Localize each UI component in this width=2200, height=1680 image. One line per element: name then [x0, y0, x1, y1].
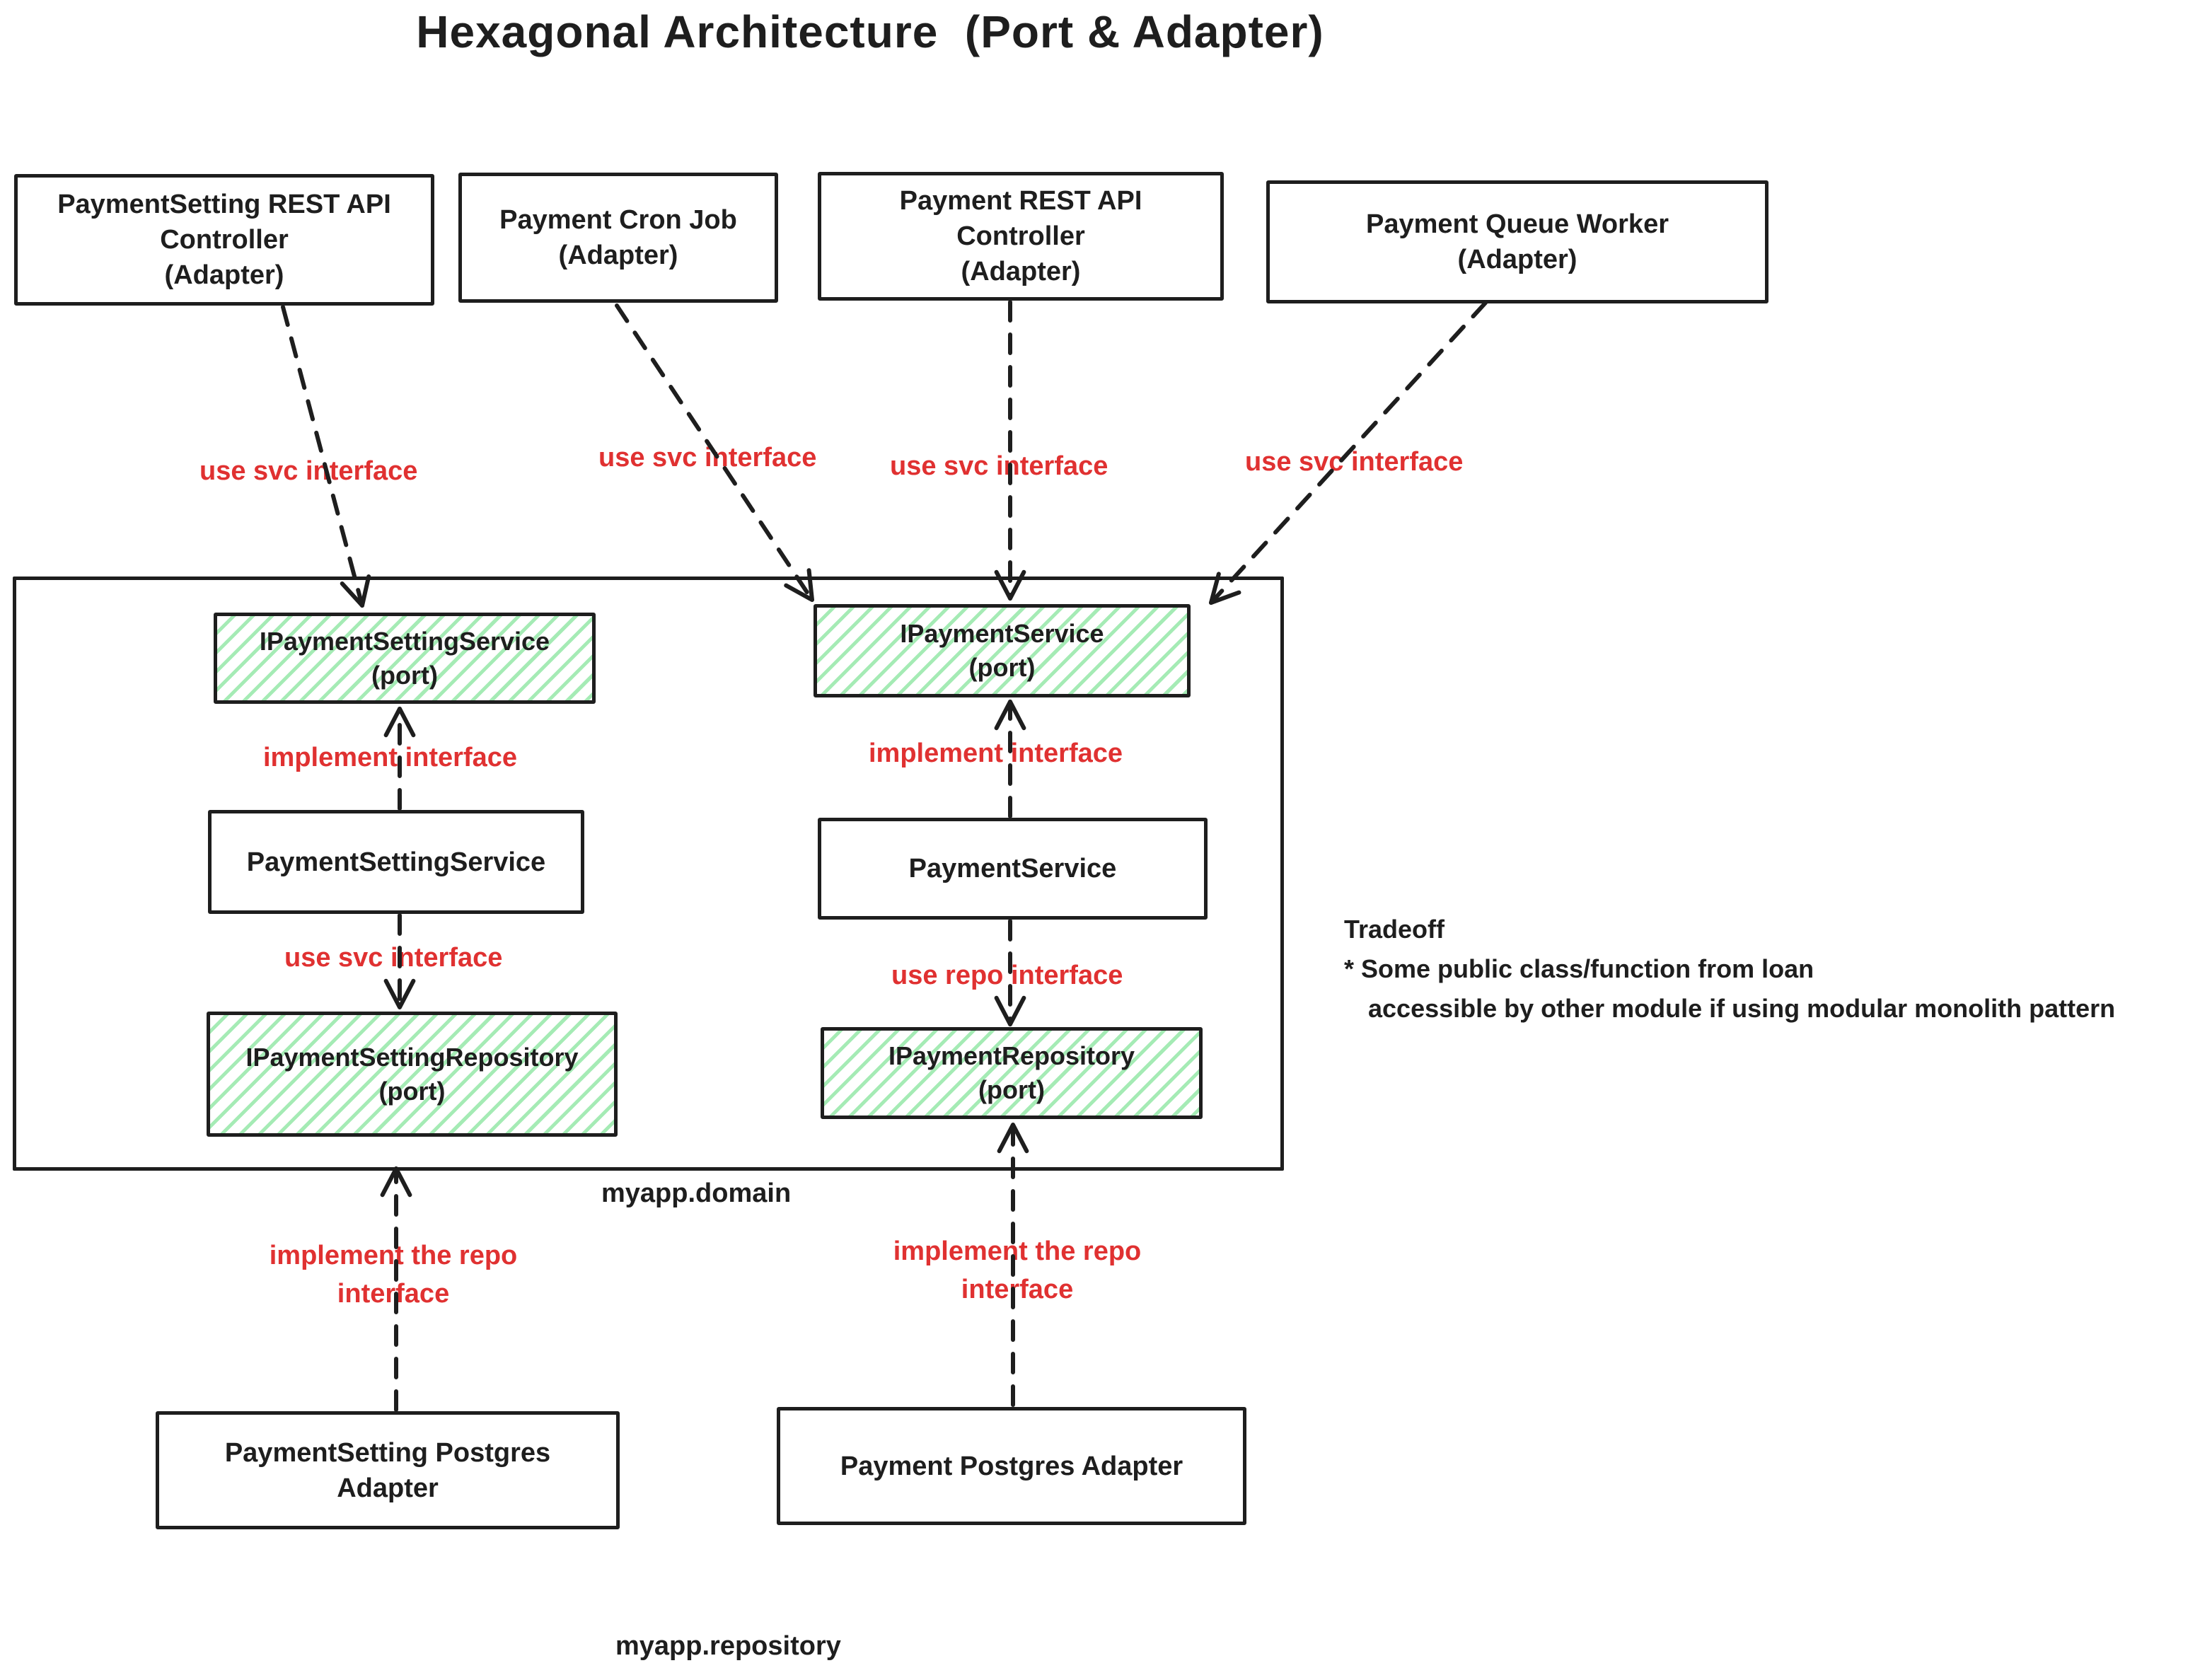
label-myapp-domain: myapp.domain — [601, 1178, 792, 1208]
label-use-svc-interface-2: use svc interface — [598, 443, 817, 473]
box-payment-cron-job: Payment Cron Job (Adapter) — [458, 173, 778, 303]
label-implement-interface-right: implement interface — [869, 738, 1123, 768]
text-line: (Adapter) — [961, 257, 1081, 286]
port-ipaymentsettingservice: IPaymentSettingService (port) — [214, 613, 596, 704]
box-paymentservice: PaymentService — [818, 818, 1208, 920]
text-line: PaymentSetting Postgres — [224, 1437, 551, 1468]
label-implement-repo-interface-left: implement the repo interface — [252, 1236, 535, 1313]
text-line: Adapter — [337, 1473, 439, 1503]
text-line: PaymentSettingService — [246, 847, 546, 877]
tradeoff-note: Tradeoff * Some public class/function fr… — [1344, 910, 2115, 1029]
text-line: (port) — [968, 653, 1036, 682]
diagram-title: Hexagonal Architecture (Port & Adapter) — [416, 6, 1324, 57]
label-myapp-repository: myapp.repository — [615, 1631, 841, 1661]
text-line: (Adapter) — [164, 260, 284, 290]
text-line: * Some public class/function from loan — [1344, 954, 1814, 983]
label-use-repo-interface: use repo interface — [891, 961, 1123, 990]
box-payment-postgres-adapter: Payment Postgres Adapter — [777, 1407, 1246, 1525]
text-line: IPaymentSettingService — [259, 626, 550, 656]
port-ipaymentrepository: IPaymentRepository (port) — [821, 1027, 1203, 1119]
text-line: Tradeoff — [1344, 915, 1445, 944]
label-implement-repo-interface-right: implement the repo interface — [876, 1232, 1159, 1309]
text-line: IPaymentSettingRepository — [245, 1042, 579, 1072]
port-ipaymentsettingrepository: IPaymentSettingRepository (port) — [207, 1012, 618, 1137]
text-line: implement the repo — [269, 1241, 518, 1270]
label-use-svc-interface-1: use svc interface — [199, 456, 418, 486]
text-line: IPaymentService — [900, 619, 1104, 648]
box-paymentsetting-postgres-adapter: PaymentSetting Postgres Adapter — [156, 1411, 620, 1529]
text-line: accessible by other module if using modu… — [1368, 994, 2116, 1023]
label-use-svc-interface-inner: use svc interface — [284, 943, 503, 973]
text-line: implement the repo — [893, 1236, 1142, 1266]
text-line: PaymentService — [908, 854, 1117, 884]
box-payment-rest-api-controller: Payment REST API Controller (Adapter) — [818, 172, 1224, 301]
box-paymentsetting-rest-api-controller: PaymentSetting REST API Controller (Adap… — [14, 174, 434, 306]
text-line: Payment Postgres Adapter — [840, 1451, 1183, 1481]
text-line: (port) — [371, 660, 438, 690]
text-line: Payment REST API — [899, 186, 1142, 216]
box-paymentsettingservice: PaymentSettingService — [208, 810, 584, 914]
text-line: PaymentSetting REST API — [57, 190, 391, 219]
text-line: (Adapter) — [558, 241, 678, 270]
label-implement-interface-left: implement interface — [263, 743, 517, 772]
text-line: (Adapter) — [1457, 245, 1577, 274]
text-line: Payment Queue Worker — [1365, 209, 1669, 239]
text-line: interface — [337, 1279, 450, 1309]
text-line: IPaymentRepository — [888, 1041, 1135, 1070]
arrow-settingadapter-implements-repo-head — [380, 1166, 412, 1198]
text-line: Controller — [160, 225, 289, 255]
text-line: interface — [961, 1275, 1074, 1304]
text-line: Controller — [956, 221, 1085, 251]
label-use-svc-interface-4: use svc interface — [1245, 447, 1464, 477]
text-line: Payment Cron Job — [499, 205, 737, 235]
label-use-svc-interface-3: use svc interface — [890, 451, 1108, 481]
box-payment-queue-worker: Payment Queue Worker (Adapter) — [1266, 180, 1768, 303]
text-line: (port) — [978, 1075, 1045, 1104]
port-ipaymentservice: IPaymentService (port) — [814, 604, 1191, 697]
text-line: (port) — [378, 1076, 446, 1106]
